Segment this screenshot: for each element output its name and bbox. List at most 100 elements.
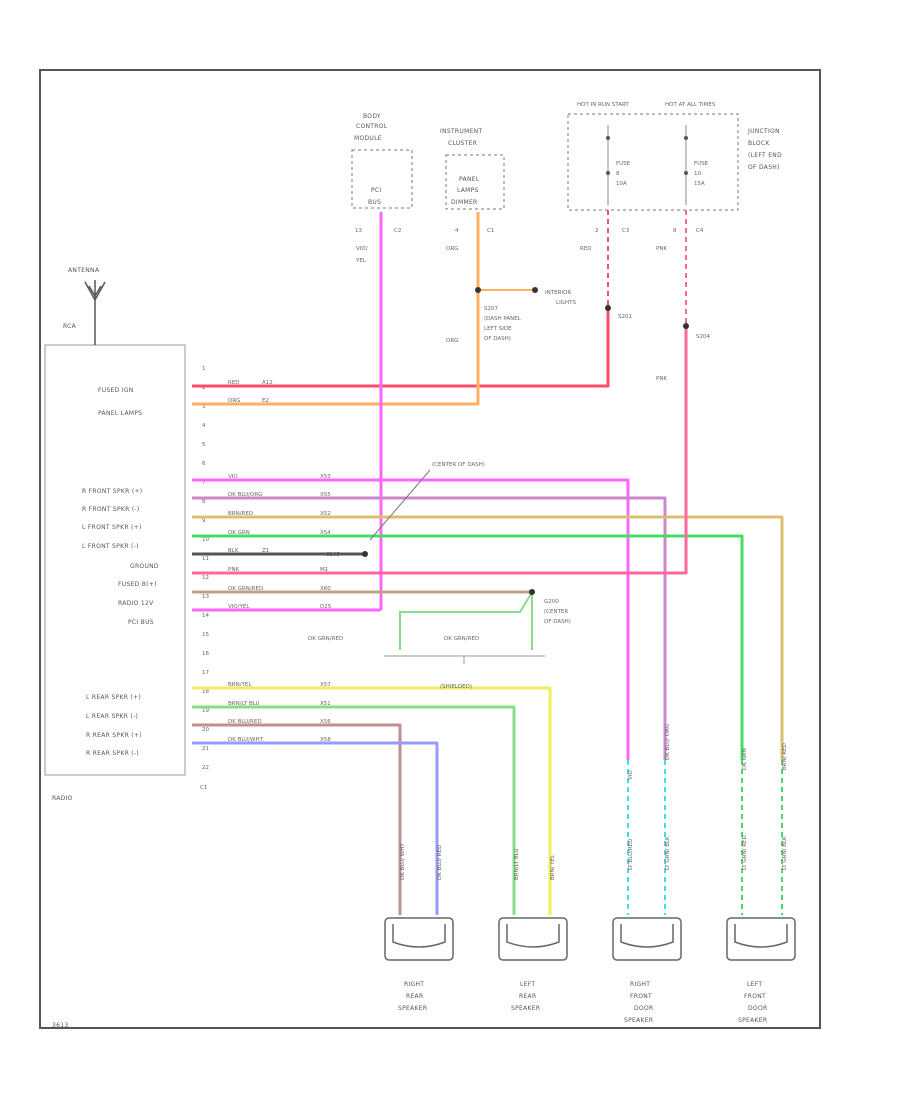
svg-text:DK GRN: DK GRN [742, 748, 748, 770]
rr-speaker-2: REAR [406, 993, 423, 1000]
s204-label: S204 [696, 334, 710, 340]
radio-label: RADIO [52, 795, 73, 802]
fuse-a-pin-1: 2 [595, 228, 599, 234]
svg-text:X51: X51 [320, 701, 331, 707]
svg-text:X56: X56 [320, 719, 331, 725]
radio-func-lf-pos: L FRONT SPKR (+) [82, 524, 142, 531]
fuse-b-wire: PNK [656, 246, 667, 252]
svg-text:VIO: VIO [228, 474, 238, 480]
lf-speaker-2: FRONT [744, 993, 766, 1000]
fuse-a-wire: RED [580, 246, 592, 252]
radio-func-fused-b: FUSED B(+) [118, 581, 157, 588]
lr-speaker-2: REAR [519, 993, 536, 1000]
radio-func-radio-12v: RADIO 12V [118, 600, 154, 607]
rf-speaker-3: DOOR [634, 1005, 653, 1012]
wire-g200 [399, 588, 533, 650]
svg-text:9: 9 [202, 518, 206, 524]
radio-block [44, 344, 186, 776]
fuse-a-pin-2: C3 [622, 228, 630, 234]
fuse-b-symbol [684, 125, 688, 205]
junction-label-4: OF DASH) [748, 164, 780, 171]
svg-text:BRN/LT BLU: BRN/LT BLU [228, 701, 260, 707]
radio-func-rr-pos: R REAR SPKR (+) [86, 732, 142, 739]
lr-speaker-3: SPEAKER [511, 1005, 540, 1012]
wire-rf-neg [192, 496, 667, 760]
fuse-b-3: 15A [694, 181, 705, 187]
radio-func-ground: GROUND [130, 563, 159, 570]
speaker-left-rear-icon [498, 917, 568, 961]
bcm-inner-1: PCI [371, 187, 381, 194]
svg-text:16: 16 [202, 651, 209, 657]
center-dash-label: (CENTER OF DASH) [432, 462, 485, 468]
wire-lf-pos [192, 534, 744, 760]
svg-text:PNK: PNK [228, 567, 239, 573]
s207-desc-3: OF DASH) [484, 336, 511, 342]
svg-text:8: 8 [202, 499, 206, 505]
cluster-inner-3: DIMMER [451, 199, 478, 206]
svg-text:C1: C1 [200, 785, 207, 791]
s201-label: S201 [618, 314, 632, 320]
svg-text:LT GRN/ BLK: LT GRN/ BLK [665, 836, 671, 870]
svg-text:LT GRN/ RED: LT GRN/ RED [742, 835, 748, 870]
bcm-label-3: MODULE [354, 135, 382, 142]
wire-panel-lamps [192, 212, 480, 406]
s205-label: S205 [326, 552, 340, 558]
svg-text:1: 1 [202, 366, 206, 372]
speaker-wire-labels: DK BLU/ WHT DK BLU/ RED BRN/LT BLU BRN/ … [400, 724, 788, 880]
svg-text:X54: X54 [320, 530, 331, 536]
svg-text:BRN/YEL: BRN/YEL [228, 682, 252, 688]
rca-label: RCA [63, 323, 77, 330]
fuse-b-pin-1: 8 [673, 228, 677, 234]
fuse-a-3: 10A [616, 181, 627, 187]
radio-func-pci-bus: PCI BUS [128, 619, 154, 626]
svg-text:VIO: VIO [628, 770, 634, 780]
bcm-inner-2: BUS [368, 199, 381, 206]
junction-block-box [567, 113, 739, 211]
junction-label-1: JUNCTION [747, 128, 780, 135]
svg-text:BRN/RED: BRN/RED [228, 511, 253, 517]
speaker-left-front-icon [726, 917, 796, 961]
svg-text:4: 4 [202, 423, 206, 429]
radio-func-rf-neg: R FRONT SPKR (-) [82, 506, 140, 513]
interior-lights-2: LIGHTS [556, 300, 576, 306]
svg-text:14: 14 [202, 613, 209, 619]
radio-func-rr-neg: R REAR SPKR (-) [86, 750, 139, 757]
svg-text:VIO/YEL: VIO/YEL [228, 604, 250, 610]
cluster-wire: ORG [446, 246, 458, 252]
wire-rr-neg [192, 741, 439, 915]
svg-text:20: 20 [202, 727, 209, 733]
ground-mid-label: DK GRN/RED [444, 636, 479, 642]
center-dash-pointer [369, 469, 431, 541]
svg-text:LT GRN/ BLK: LT GRN/ BLK [782, 836, 788, 870]
radio-pin-numbers: 1 2 3 4 5 6 7 8 9 10 11 12 13 14 15 16 1… [200, 366, 209, 791]
radio-func-lr-pos: L REAR SPKR (+) [86, 694, 141, 701]
shielded-label: (SHIELDED) [440, 684, 472, 690]
g200-desc-2: OF DASH) [544, 619, 571, 625]
svg-text:X53: X53 [320, 474, 331, 480]
svg-text:DK GRN: DK GRN [228, 530, 250, 536]
svg-text:DK BLU/RED: DK BLU/RED [228, 719, 262, 725]
wire-lr-neg [192, 705, 516, 915]
svg-text:13: 13 [202, 594, 209, 600]
bcm-box [351, 149, 413, 209]
svg-text:19: 19 [202, 708, 209, 714]
splice-g200 [529, 589, 535, 595]
svg-text:DK BLU/ ORG: DK BLU/ ORG [665, 724, 671, 760]
cluster-label-1: INSTRUMENT [440, 128, 482, 135]
svg-text:BRN/ YEL: BRN/ YEL [550, 854, 556, 880]
fuse-a-1: FUSE [616, 161, 631, 167]
lf-speaker-1: LEFT [747, 981, 762, 988]
svg-text:5: 5 [202, 442, 206, 448]
radio-func-lr-neg: L REAR SPKR (-) [86, 713, 138, 720]
lr-speaker-1: LEFT [520, 981, 535, 988]
svg-text:Z1: Z1 [262, 548, 269, 554]
svg-text:A12: A12 [262, 380, 273, 386]
lf-speaker-4: SPEAKER [738, 1017, 767, 1024]
svg-text:DK BLU/ RED: DK BLU/ RED [437, 845, 443, 880]
g200-desc-1: (CENTER [544, 609, 568, 615]
speaker-right-rear-icon [384, 917, 454, 961]
antenna-icon [84, 280, 106, 345]
svg-text:11: 11 [202, 556, 209, 562]
wire-fused-b [192, 326, 688, 575]
